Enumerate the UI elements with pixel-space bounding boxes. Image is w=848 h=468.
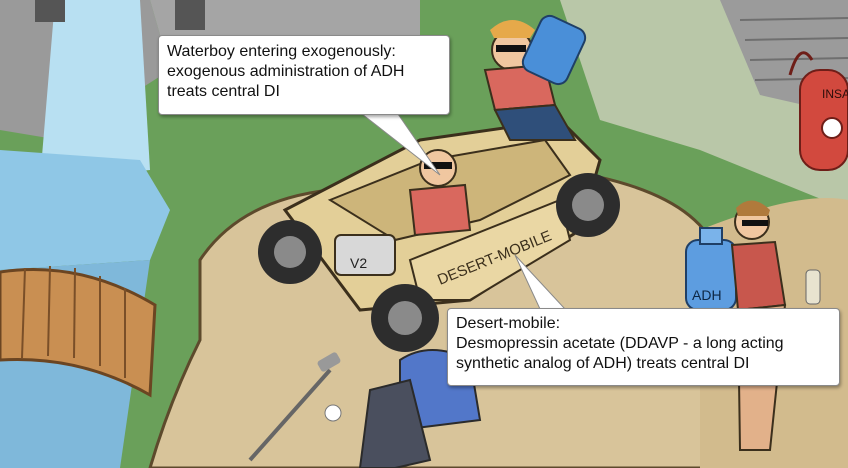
callout-waterboy: Waterboy entering exogenously: exogenous…	[158, 35, 450, 115]
callout-desert-mobile: Desert-mobile: Desmopressin acetate (DDA…	[447, 308, 840, 386]
water-bottle-on-back	[521, 14, 587, 86]
driver-figure	[408, 149, 472, 237]
bottle-label: INSA	[822, 87, 848, 101]
fountain-post-right	[175, 0, 205, 30]
insa-extinguisher: INSA	[788, 51, 848, 171]
golf-club	[248, 368, 332, 462]
callout-line: exogenous administration of ADH	[167, 63, 405, 80]
callout-line: treats central DI	[167, 83, 280, 100]
bridge-planks	[21, 265, 126, 378]
water-pool	[0, 150, 170, 270]
jug-label: ADH	[692, 287, 722, 303]
callout-line: Waterboy entering exogenously:	[167, 43, 396, 60]
wooden-bridge	[0, 267, 157, 398]
callout-line: synthetic analog of ADH) treats central …	[456, 355, 750, 372]
adh-jug: ADH	[685, 227, 737, 311]
callout-line: Desmopressin acetate (DDAVP - a long act…	[456, 335, 784, 352]
golf-ball	[324, 404, 342, 422]
fountain-post-left	[35, 0, 65, 22]
engine-label: V2	[350, 255, 367, 271]
waterfall	[40, 0, 150, 180]
waterboy-figure	[483, 14, 587, 141]
buggy-engine	[334, 234, 396, 276]
callout-line: Desert-mobile:	[456, 315, 561, 332]
